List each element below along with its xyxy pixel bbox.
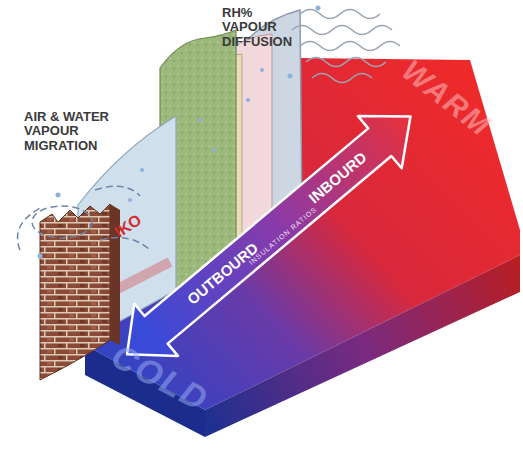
callout-label: RH% VAPOUR DIFFUSION	[222, 6, 300, 49]
callout-label: AIR & WATER VAPOUR MIGRATION	[24, 110, 124, 153]
